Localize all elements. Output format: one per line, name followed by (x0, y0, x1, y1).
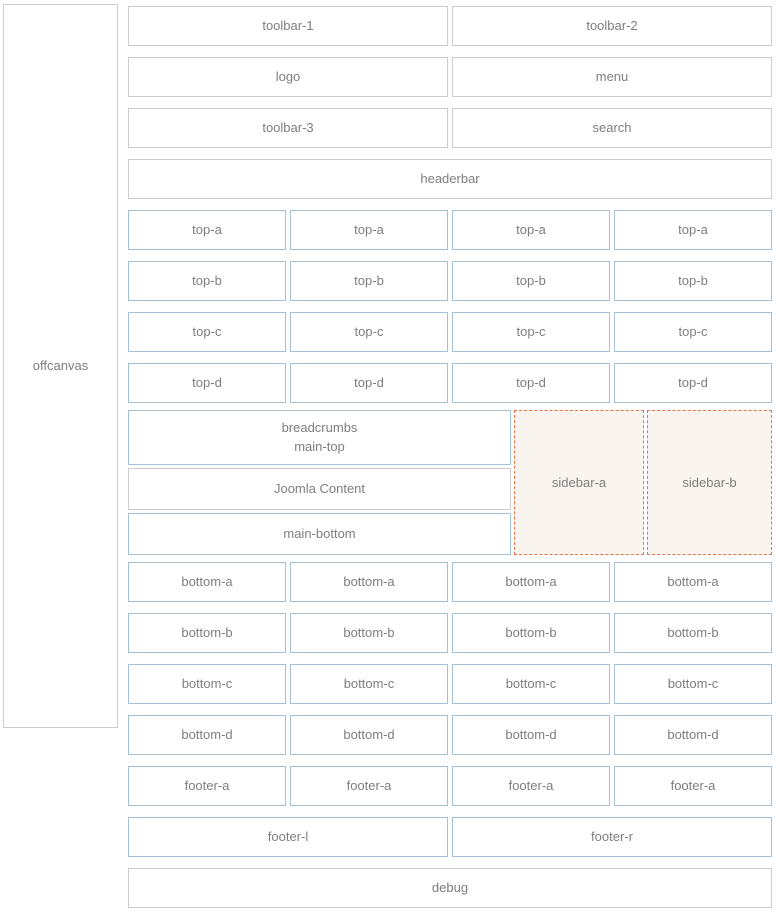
position-top-d: top-d (290, 363, 448, 403)
position-top-c: top-c (128, 312, 286, 352)
row-top-a: top-a top-a top-a top-a (128, 210, 772, 250)
position-top-b: top-b (452, 261, 610, 301)
row-main-content: breadcrumbs main-top Joomla Content main… (128, 410, 772, 555)
position-bottom-c: bottom-c (614, 664, 772, 704)
position-footer-a: footer-a (128, 766, 286, 806)
position-top-b: top-b (290, 261, 448, 301)
position-bottom-d: bottom-d (290, 715, 448, 755)
position-main-bottom: main-bottom (128, 513, 511, 555)
position-sidebar-b: sidebar-b (647, 410, 772, 555)
position-top-b: top-b (128, 261, 286, 301)
position-footer-l: footer-l (128, 817, 448, 857)
position-toolbar-1: toolbar-1 (128, 6, 448, 46)
position-headerbar: headerbar (128, 159, 772, 199)
row-top-d: top-d top-d top-d top-d (128, 363, 772, 403)
position-breadcrumbs-main-top: breadcrumbs main-top (128, 410, 511, 465)
position-footer-r: footer-r (452, 817, 772, 857)
row-top-b: top-b top-b top-b top-b (128, 261, 772, 301)
row-bottom-d: bottom-d bottom-d bottom-d bottom-d (128, 715, 772, 755)
position-footer-a: footer-a (290, 766, 448, 806)
position-bottom-b: bottom-b (128, 613, 286, 653)
position-bottom-b: bottom-b (452, 613, 610, 653)
position-toolbar-2: toolbar-2 (452, 6, 772, 46)
row-bottom-a: bottom-a bottom-a bottom-a bottom-a (128, 562, 772, 602)
position-top-d: top-d (614, 363, 772, 403)
position-sidebar-a: sidebar-a (514, 410, 644, 555)
row-headerbar: headerbar (128, 159, 772, 199)
position-search: search (452, 108, 772, 148)
breadcrumbs-label: breadcrumbs (281, 420, 358, 436)
position-bottom-a: bottom-a (614, 562, 772, 602)
position-debug: debug (128, 868, 772, 908)
position-top-c: top-c (452, 312, 610, 352)
position-top-d: top-d (452, 363, 610, 403)
position-bottom-b: bottom-b (290, 613, 448, 653)
position-bottom-d: bottom-d (614, 715, 772, 755)
row-toolbar-top: toolbar-1 toolbar-2 (128, 6, 772, 46)
row-footer-a: footer-a footer-a footer-a footer-a (128, 766, 772, 806)
position-top-a: top-a (452, 210, 610, 250)
row-bottom-b: bottom-b bottom-b bottom-b bottom-b (128, 613, 772, 653)
position-top-a: top-a (614, 210, 772, 250)
position-bottom-a: bottom-a (452, 562, 610, 602)
position-footer-a: footer-a (452, 766, 610, 806)
position-bottom-b: bottom-b (614, 613, 772, 653)
row-debug: debug (128, 868, 772, 908)
position-bottom-d: bottom-d (128, 715, 286, 755)
position-bottom-a: bottom-a (290, 562, 448, 602)
position-toolbar-3: toolbar-3 (128, 108, 448, 148)
row-bottom-c: bottom-c bottom-c bottom-c bottom-c (128, 664, 772, 704)
main-column: breadcrumbs main-top Joomla Content main… (128, 410, 511, 555)
position-footer-a: footer-a (614, 766, 772, 806)
row-toolbar-search: toolbar-3 search (128, 108, 772, 148)
position-top-d: top-d (128, 363, 286, 403)
position-bottom-a: bottom-a (128, 562, 286, 602)
position-logo: logo (128, 57, 448, 97)
position-bottom-d: bottom-d (452, 715, 610, 755)
main-top-label: main-top (294, 438, 345, 454)
position-offcanvas: offcanvas (3, 4, 118, 728)
position-top-a: top-a (290, 210, 448, 250)
positions-grid: toolbar-1 toolbar-2 logo menu toolbar-3 … (128, 6, 772, 908)
row-footer-lr: footer-l footer-r (128, 817, 772, 857)
row-branding: logo menu (128, 57, 772, 97)
position-top-a: top-a (128, 210, 286, 250)
position-top-c: top-c (290, 312, 448, 352)
position-top-b: top-b (614, 261, 772, 301)
position-menu: menu (452, 57, 772, 97)
row-top-c: top-c top-c top-c top-c (128, 312, 772, 352)
position-joomla-content: Joomla Content (128, 468, 511, 510)
position-bottom-c: bottom-c (290, 664, 448, 704)
position-top-c: top-c (614, 312, 772, 352)
position-bottom-c: bottom-c (452, 664, 610, 704)
position-bottom-c: bottom-c (128, 664, 286, 704)
